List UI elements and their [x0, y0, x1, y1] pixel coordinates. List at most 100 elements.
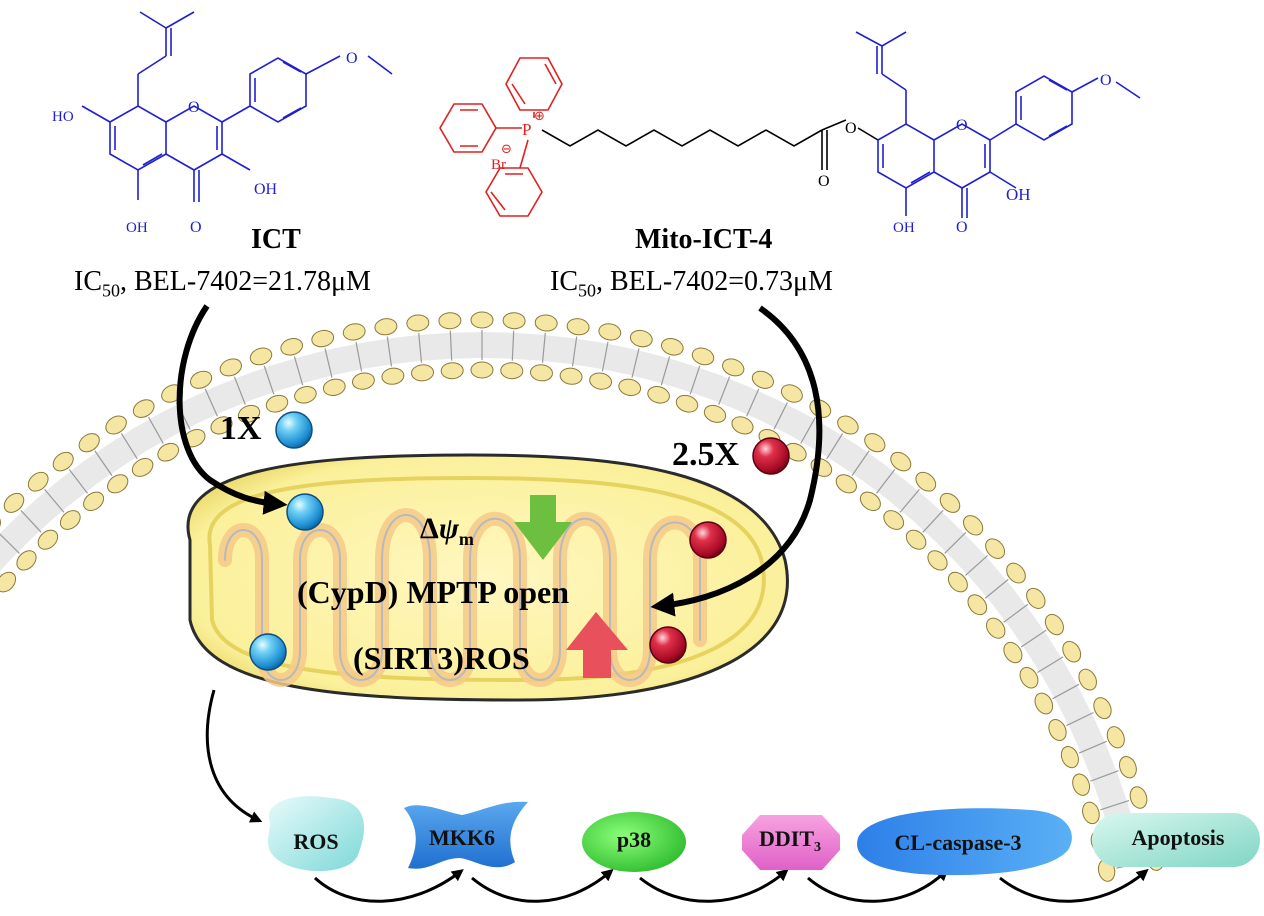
- membrane-head-inner: [967, 594, 988, 616]
- membrane-head-outer: [629, 329, 653, 348]
- membrane-head-outer: [311, 329, 335, 348]
- ict-ic50-value: , BEL-7402=21.78μM: [120, 266, 371, 297]
- membrane-tail: [0, 533, 20, 554]
- membrane-head-outer: [985, 538, 1006, 559]
- membrane-head-inner: [237, 404, 261, 423]
- mito-ic50-value: , BEL-7402=0.73μM: [596, 266, 833, 297]
- membrane-tail: [826, 433, 844, 460]
- membrane-tail: [541, 332, 546, 363]
- membrane-head-inner: [883, 510, 905, 530]
- membrane-tail: [1003, 603, 1029, 623]
- ict-ic50: IC50, BEL-7402=21.78μM: [74, 266, 371, 302]
- ict-name: ICT: [251, 224, 301, 255]
- membrane-tail: [746, 388, 760, 417]
- membrane-head-inner: [986, 617, 1006, 639]
- membrane-tail: [94, 450, 113, 476]
- membrane-head-outer: [1093, 697, 1112, 720]
- membrane-head-inner: [381, 367, 405, 385]
- pathway-node-p38: [582, 812, 686, 872]
- membrane-tail: [263, 365, 275, 395]
- membrane-head-outer: [27, 471, 49, 492]
- membrane-head-inner: [731, 416, 754, 435]
- membrane-head-inner: [835, 474, 857, 494]
- mito-atom-o-ring: O: [956, 117, 968, 134]
- membrane-head-inner: [210, 416, 233, 435]
- membrane-head-inner: [294, 386, 317, 404]
- delta-psi-prefix: Δ: [420, 512, 439, 545]
- mitochondrion: [186, 453, 789, 702]
- membrane-tail: [876, 469, 896, 494]
- membrane-head-outer: [1106, 726, 1125, 749]
- pathway-label-ros: ROS: [293, 829, 339, 854]
- membrane-head-inner: [859, 491, 881, 512]
- membrane-head-inner: [351, 372, 375, 390]
- membrane-tail: [1037, 656, 1064, 674]
- membrane-head-outer: [105, 415, 127, 435]
- membrane-head-inner: [589, 372, 613, 390]
- membrane-head-outer: [3, 492, 25, 513]
- membrane-head-inner: [265, 394, 289, 413]
- membrane-head-inner: [16, 550, 37, 571]
- pathway-node-caspase: [857, 808, 1072, 876]
- membrane-tail: [1052, 683, 1080, 700]
- membrane-tail: [1020, 629, 1047, 648]
- membrane-head-outer: [691, 347, 715, 366]
- membrane-head-outer: [864, 433, 886, 453]
- membrane-head-inner: [1003, 641, 1023, 664]
- membrane-head-inner: [1019, 666, 1039, 689]
- mito-to-ros-arrow: [205, 689, 263, 823]
- mptp-label: (CypD) MPTP open: [297, 574, 569, 610]
- membrane-head-outer: [534, 314, 558, 332]
- pathway-label-caspase: CL-caspase-3: [894, 830, 1022, 855]
- membrane-tail: [800, 417, 816, 444]
- membrane-tail: [773, 402, 788, 430]
- membrane-head-outer: [406, 314, 430, 332]
- pathway-node-ros: [268, 796, 365, 872]
- mito-uptake-ratio: 2.5X: [672, 436, 740, 473]
- ict-uptake-arrow: [176, 304, 288, 515]
- membrane-tail: [44, 489, 65, 513]
- membrane-head-inner: [703, 404, 727, 423]
- membrane-head-inner: [530, 364, 553, 382]
- ict-atom-oh-bottom: OH: [126, 220, 148, 236]
- membrane-head-outer: [566, 318, 590, 336]
- membrane-head-outer: [598, 323, 622, 341]
- membrane-tail: [631, 348, 640, 378]
- membrane-head-inner: [618, 378, 642, 396]
- membrane-head-inner: [1048, 719, 1067, 741]
- membrane-tail: [984, 578, 1009, 599]
- membrane-tail: [20, 509, 42, 533]
- membrane-tail: [449, 330, 453, 361]
- membrane-tail: [1100, 800, 1130, 811]
- membrane-head-outer: [219, 358, 242, 377]
- membrane-tail: [120, 433, 138, 460]
- red-bead-inner-bottom: [649, 626, 687, 664]
- membrane-tail: [689, 365, 701, 395]
- membrane-head-inner: [131, 457, 154, 477]
- ict-atom-o-ring: O: [188, 99, 200, 116]
- membrane-head-inner: [59, 510, 81, 530]
- pathway-arrows: [313, 868, 1149, 903]
- membrane-head-inner: [322, 378, 346, 396]
- membrane-head-outer: [1118, 756, 1137, 779]
- membrane-head-inner: [83, 491, 105, 512]
- membrane-head-outer: [1044, 613, 1064, 636]
- membrane-head-inner: [500, 362, 524, 380]
- mito-atom-plus: ⊕: [534, 109, 545, 124]
- blue-bead-outside: [275, 411, 313, 449]
- pathway-label-ddit3: DDIT3: [759, 826, 821, 856]
- membrane-head-inner: [647, 386, 670, 404]
- mito-name: Mito-ICT-4: [635, 224, 773, 255]
- membrane-tail: [324, 348, 333, 378]
- membrane-head-inner: [107, 474, 129, 494]
- blue-bead-inner-bottom: [249, 633, 287, 671]
- tpp-structure: [439, 57, 563, 217]
- mito-atom-o-carbonyl: O: [818, 173, 830, 190]
- membrane-tail: [233, 376, 246, 405]
- membrane-head-outer: [502, 312, 526, 330]
- membrane-head-outer: [780, 384, 803, 403]
- pathway-label-ddit3-sub: 3: [814, 840, 822, 856]
- cell-membrane: [0, 311, 1165, 882]
